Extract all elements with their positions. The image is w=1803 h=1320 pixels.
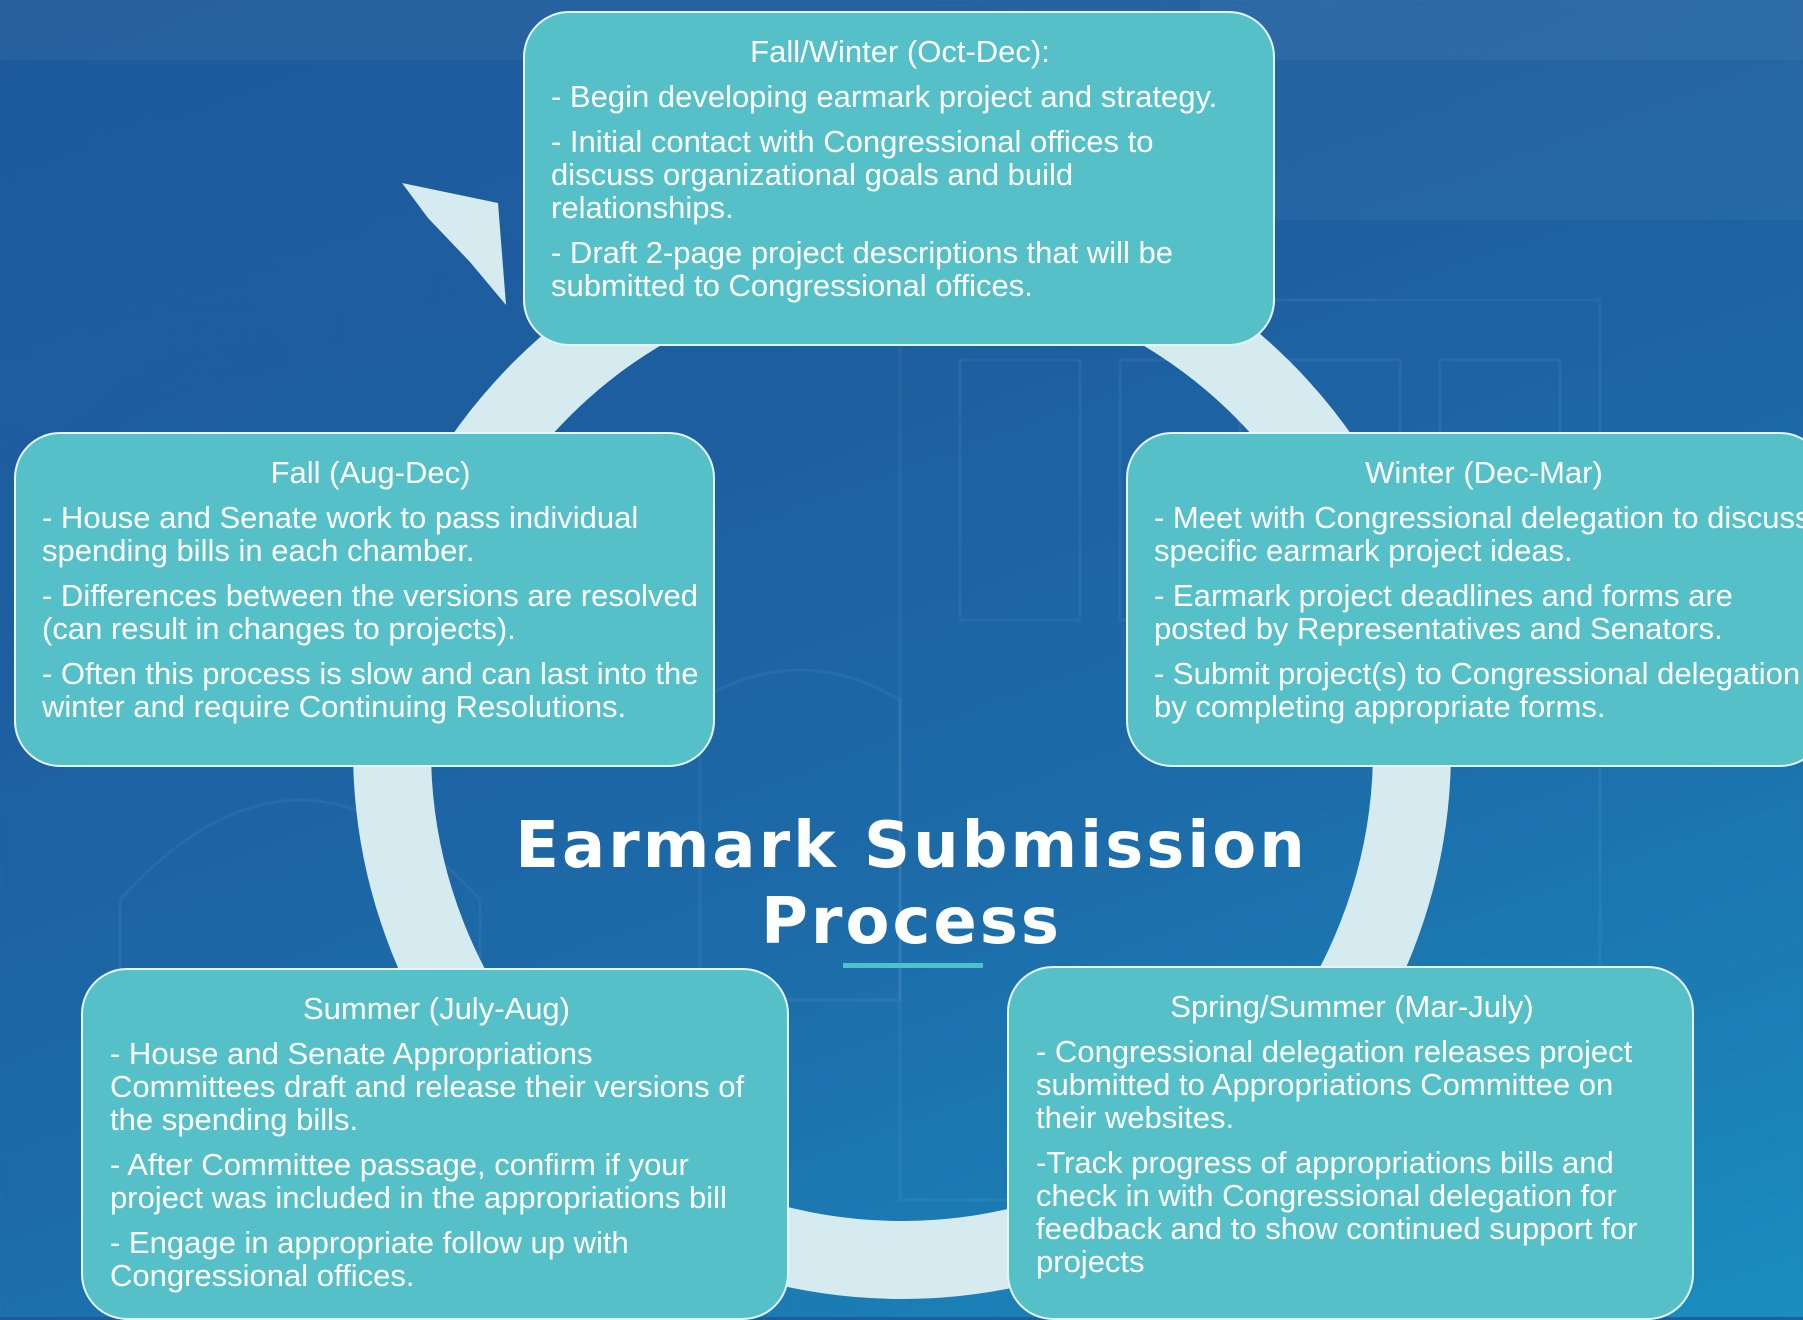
stage-card-spring-summer: Spring/Summer (Mar-July) - Congressional…	[1007, 966, 1694, 1320]
stage-heading-summer: Summer (July-Aug)	[303, 991, 570, 1026]
diagram-title-line2: Process	[761, 885, 1062, 959]
title-underline	[843, 963, 983, 968]
stage-bullet: - Begin developing earmark project and s…	[551, 79, 1218, 114]
stage-bullet: -Track progress of appropriations bills …	[1036, 1145, 1638, 1279]
stage-card-fall: Fall (Aug-Dec) - House and Senate work t…	[14, 432, 715, 767]
stage-bullet: - After Committee passage, confirm if yo…	[110, 1147, 727, 1215]
cycle-arrow-head	[402, 183, 506, 305]
stage-bullet: - Meet with Congressional delegation to …	[1154, 500, 1803, 568]
stage-bullet: - Differences between the versions are r…	[42, 578, 698, 646]
stage-heading-spring-summer: Spring/Summer (Mar-July)	[1170, 989, 1534, 1024]
stage-bullet: - House and Senate work to pass individu…	[42, 500, 639, 568]
stage-heading-winter: Winter (Dec-Mar)	[1365, 455, 1603, 490]
stage-card-summer: Summer (July-Aug) - House and Senate App…	[81, 968, 789, 1320]
diagram-title-line1: Earmark Submission	[515, 809, 1308, 883]
diagram-title: Earmark Submission Process	[0, 808, 1803, 960]
stage-card-winter: Winter (Dec-Mar) - Meet with Congression…	[1126, 432, 1803, 767]
stage-bullet: - Draft 2-page project descriptions that…	[551, 235, 1174, 303]
stage-bullet: - House and Senate Appropriations Commit…	[110, 1036, 745, 1137]
stage-bullet: - Often this process is slow and can las…	[42, 656, 699, 724]
stage-bullet: - Engage in appropriate follow up with C…	[110, 1225, 629, 1293]
stage-heading-fall-winter: Fall/Winter (Oct-Dec):	[750, 34, 1050, 69]
stage-bullet: - Submit project(s) to Congressional del…	[1154, 656, 1801, 724]
stage-bullet: - Earmark project deadlines and forms ar…	[1154, 578, 1733, 646]
stage-card-fall-winter: Fall/Winter (Oct-Dec): - Begin developin…	[523, 11, 1275, 346]
stage-heading-fall: Fall (Aug-Dec)	[270, 455, 471, 490]
stage-bullet: - Congressional delegation releases proj…	[1036, 1034, 1633, 1135]
stage-bullet: - Initial contact with Congressional off…	[551, 124, 1154, 225]
